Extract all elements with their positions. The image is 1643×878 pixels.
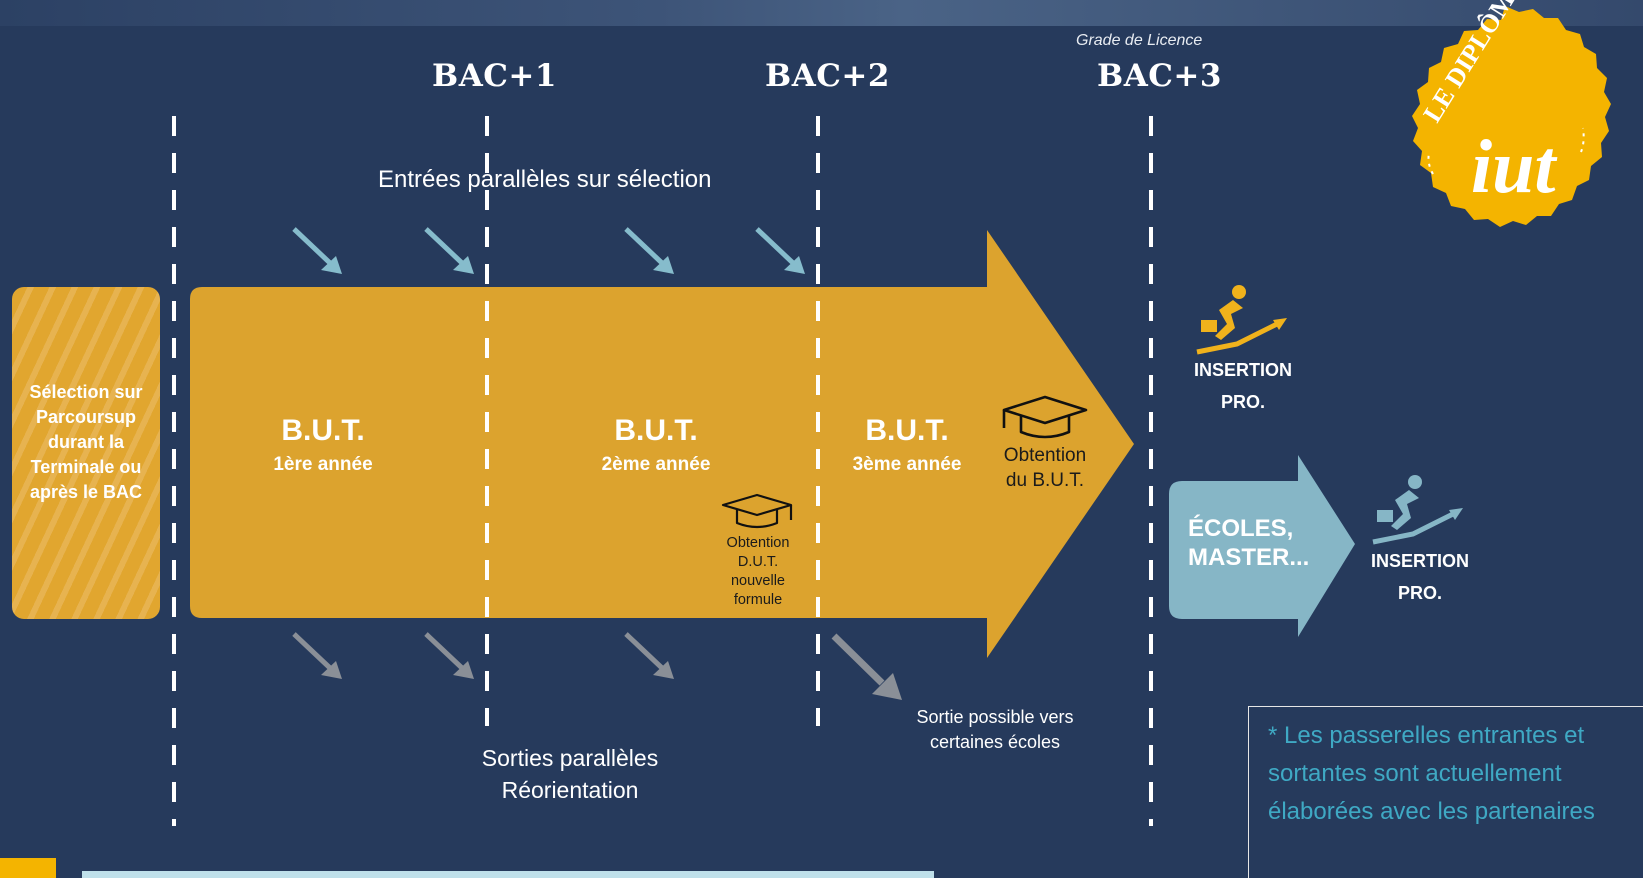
insertion-bottom-line-2: PRO. [1397,583,1442,603]
ecoles-line-2: MASTER... [1188,544,1310,571]
bac-plus-2-label: BAC+2 [765,58,890,94]
entry-arrow-2 [424,227,474,274]
running-businessman-icon-bottom [1372,475,1463,545]
bac-plus-3-label: BAC+3 [1097,58,1222,94]
insertion-pro-label-bottom: INSERTION PRO. [1355,545,1485,609]
selection-line-3: durant la [47,432,124,452]
obtention-dut-line-4: formule [733,592,783,608]
graduation-cap-icon-large [1002,395,1088,439]
insertion-top-line-2: PRO. [1220,392,1265,412]
entry-arrow-1 [292,227,342,274]
insertion-bottom-line-1: INSERTION [1370,551,1469,571]
graduation-cap-icon-small [721,493,793,529]
but-year-2-subtitle: 2ème année [601,454,711,475]
bottom-square [0,858,56,878]
ecoles-arrow [1169,455,1355,637]
passerelles-note: * Les passerelles entrantes et sortantes… [1268,722,1595,825]
obtention-dut-label: Obtention D.U.T. nouvelle formule [703,534,813,610]
sortie-ecoles-label: Sortie possible vers certaines écoles [880,705,1110,755]
ecoles-master-label: ÉCOLES, MASTER... [1188,514,1309,572]
entry-arrow-4 [755,227,805,274]
iut-badge: LE DIPLÔME DES iut [1412,0,1611,227]
obtention-dut-line-1: Obtention [726,535,790,551]
top-banner [0,0,1643,26]
entry-arrows [292,227,805,274]
sortie-ecoles-line-2: certaines écoles [929,732,1061,752]
selection-line-4: Terminale ou [30,457,142,477]
ecoles-line-1: ÉCOLES, [1188,515,1294,542]
exit-arrow-2 [424,632,474,679]
timeline-dashed-lines [172,116,1153,826]
selection-line-1: Sélection sur [29,382,143,402]
obtention-but-label: Obtention du B.U.T. [985,443,1105,493]
entry-arrow-3 [624,227,674,274]
grade-de-licence-label: Grade de Licence [1076,32,1203,49]
selection-line-2: Parcoursup [35,407,137,427]
selection-box [12,287,160,619]
exit-arrow-4 [831,633,902,700]
sorties-line-1: Sorties parallèles [481,745,659,771]
sorties-label: Sorties parallèles Réorientation [440,742,700,806]
running-businessman-icon-top [1196,285,1287,355]
but-year-2-title: B.U.T. [614,414,698,447]
obtention-dut-line-2: D.U.T. [737,554,779,570]
bac-plus-1-label: BAC+1 [432,58,557,94]
exit-arrows [292,632,902,700]
entries-label: Entrées parallèles sur sélection [378,166,712,193]
but-year-3-title: B.U.T. [865,414,949,447]
but-main-arrow [190,230,1134,658]
but-year-3-subtitle: 3ème année [852,454,962,475]
exit-arrow-3 [624,632,674,679]
sorties-line-2: Réorientation [501,777,639,803]
sortie-ecoles-line-1: Sortie possible vers [916,707,1074,727]
obtention-but-line-2: du B.U.T. [1005,470,1085,491]
bottom-bar [82,871,934,878]
note-box [1248,706,1643,878]
obtention-dut-line-3: nouvelle [730,573,785,589]
obtention-but-line-1: Obtention [1003,445,1087,466]
selection-label: Sélection sur Parcoursup durant la Termi… [12,380,160,505]
insertion-top-line-1: INSERTION [1193,360,1292,380]
but-year-1-subtitle: 1ère année [273,454,373,475]
badge-seal [1412,6,1611,227]
exit-arrow-1 [292,632,342,679]
insertion-pro-label-top: INSERTION PRO. [1178,354,1308,418]
but-year-1-title: B.U.T. [281,414,365,447]
badge-iut-logo: iut [1471,125,1558,209]
selection-line-5: après le BAC [29,482,143,502]
